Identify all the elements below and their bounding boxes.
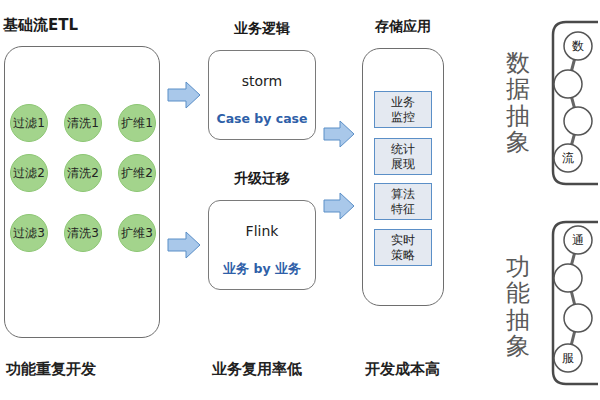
engine-box: 升级迁移Flink业务 by 业务 [208,200,316,290]
group-heading: 基础流ETL [3,16,78,35]
node-text: 算法特征 [391,187,415,217]
node-text: 业务监控 [391,95,415,125]
block-arrow [168,232,200,258]
node-text: 过滤3 [13,225,45,242]
application-box: 统计展现 [374,138,432,175]
node-text: 扩维3 [121,225,153,242]
block-arrow [324,193,354,219]
group-heading: 升级迁移 [209,170,315,188]
node-text: 业务 by 业务 [209,261,315,278]
etl-step-circle: 过滤2 [10,154,48,192]
chain-bracket [553,222,598,384]
node-text: 过滤1 [13,115,45,132]
engine-box: 业务逻辑stormCase by case [208,50,316,140]
block-arrow [168,82,200,108]
vertical-caption: 数据抽象 [506,50,530,156]
etl-step-circle: 清洗3 [64,214,102,252]
group-heading: 业务逻辑 [209,20,315,38]
block-arrow [324,121,354,147]
chain-bracket [553,22,598,184]
group-heading: 存储应用 [363,18,443,36]
etl-step-circle: 过滤1 [10,104,48,142]
node-text: 清洗3 [67,225,99,242]
etl-step-circle: 清洗1 [64,104,102,142]
etl-step-circle: 扩维1 [118,104,156,142]
chain-link [568,240,578,358]
node-text: 实时策略 [391,233,415,263]
etl-step-circle: 过滤3 [10,214,48,252]
etl-step-circle: 扩维2 [118,154,156,192]
node-text: 过滤2 [13,165,45,182]
chain-item-text: 流 [562,150,574,167]
chain-item-text: 通 [572,232,584,249]
node-text: 扩维1 [121,115,153,132]
group-panel: 基础流ETL过滤1清洗1扩维1过滤2清洗2扩维2过滤3清洗3扩维3 [4,46,160,338]
etl-step-circle: 扩维3 [118,214,156,252]
node-text: 清洗2 [67,165,99,182]
node-text: 统计展现 [391,142,415,172]
application-box: 业务监控 [374,91,432,128]
summary-label: 业务复用率低 [212,360,302,379]
node-text: 扩维2 [121,165,153,182]
summary-label: 开发成本高 [365,360,440,379]
etl-step-circle: 清洗2 [64,154,102,192]
chain-link [568,46,578,158]
application-box: 算法特征 [374,183,432,220]
vertical-caption: 功能抽象 [506,254,530,360]
chain-circles [554,32,592,372]
chain-item-text: 数 [572,38,584,55]
summary-label: 功能重复开发 [6,360,96,379]
chain-item-text: 服 [562,350,574,367]
application-box: 实时策略 [374,229,432,266]
group-panel: 存储应用业务监控统计展现算法特征实时策略 [362,48,444,306]
node-text: Flink [209,223,315,239]
node-text: 清洗1 [67,115,99,132]
node-text: Case by case [209,111,315,126]
node-text: storm [209,73,315,89]
